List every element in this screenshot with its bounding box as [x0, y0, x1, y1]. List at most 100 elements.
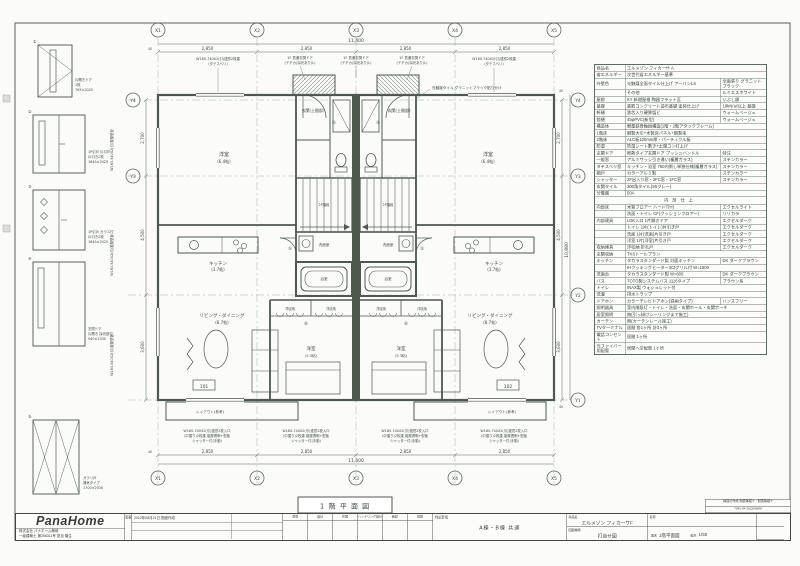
- grid-label-x3: X3: [353, 28, 359, 34]
- spec-item-value: 洗面・トイレ CF(クッションフロアー): [625, 210, 721, 218]
- spec-item-note: ハンズフリー: [720, 297, 767, 305]
- window-note-bottom: W180-740X2(引)連窓2枚入口: [480, 428, 527, 433]
- scale-value: 1/50: [698, 532, 708, 537]
- grid-label-y4-r: Y4: [574, 98, 581, 104]
- spec-item-value: 防湿シート敷き+土間コン打上げ: [625, 142, 767, 151]
- spec-item-label: 網戸: [594, 169, 626, 177]
- entry-door-note: (テチカ)採光あり(L): [341, 60, 373, 65]
- spec-item-label: キッチン: [594, 257, 626, 265]
- scale-label: 縮尺: [690, 534, 697, 538]
- grid-label-y4-l: Y4: [129, 98, 136, 104]
- punch-mark: [2, 224, 11, 233]
- spec-row: タテスベリ窓キッチン・浴室 760内倒し単独仕様(複層ガラス)ステンカラー: [594, 163, 767, 171]
- dim-v2-r: 4,500: [556, 229, 561, 241]
- spec-item-value: KY 新燃屋根 陶器フラット瓦: [625, 96, 721, 104]
- dim-overall-top: 11,400: [348, 38, 364, 44]
- door-label: 片引き2枚: [88, 154, 104, 159]
- spec-item-label: 照明器具: [594, 304, 626, 312]
- grid-label-x4-b: X4: [452, 476, 458, 482]
- spec-item-note: 特注: [720, 149, 767, 157]
- spec-item-label: 防湿: [594, 142, 626, 151]
- door-ref: ⑥: [404, 321, 408, 327]
- dim-v1-l: 2,700: [140, 132, 145, 144]
- spec-item-label: ドアホン: [594, 297, 626, 305]
- structure-note-line2: 7041-04 2012/08/08: [734, 507, 762, 511]
- dim-margin: 40: [148, 450, 152, 454]
- spec-item-note: ステンカラー: [720, 169, 767, 177]
- spec-item-value: トイレ 1片(トイレ)片引き戸: [625, 223, 721, 232]
- revision-row-empty: [132, 522, 232, 531]
- spec-item-value: 洗面 1片(洗面)片引き戸: [625, 230, 721, 238]
- room-size-kitchen: (3.7帖): [211, 266, 225, 272]
- grid-label-y1-r: Y1: [574, 398, 581, 404]
- door-ref: ⑤: [420, 246, 424, 252]
- dim-seg: 2,850: [301, 46, 313, 51]
- entry-door-note: 1F 貫通玄関ドア: [343, 55, 369, 60]
- dim-v1-r: 2,700: [556, 132, 561, 144]
- window-note-bottom: W180-740X2(引)連窓2枚入口: [282, 428, 329, 433]
- spec-item-label: 玄関収納: [594, 250, 626, 258]
- spec-item-note: エクセルダーク: [720, 217, 767, 225]
- dimension-lines: [143, 43, 571, 465]
- spec-item-label: 2階床: [594, 136, 626, 144]
- dim-v2-l: 4,500: [140, 229, 145, 241]
- spec-item-label: 玄関タイル: [594, 183, 626, 191]
- spec-item-label: 基礎: [594, 102, 626, 110]
- title-block-main: PanaHome 株式会社 パナホーム静岡 一級建築士 第256311号 夏目 …: [15, 513, 791, 541]
- special-notes-cell: 特記事項 A棟・B棟 共通: [433, 514, 567, 540]
- spec-row: 省エネルギー次世代省エネルギー基準: [594, 71, 767, 79]
- spec-item-note: エクセルダーク: [720, 243, 767, 252]
- dim-seg: 2,850: [202, 449, 214, 454]
- spec-item-note: ステンカラー: [720, 156, 767, 164]
- door-label: 1645×2025: [88, 240, 108, 244]
- spec-item-value: LDK入口 1片開きドア: [625, 217, 721, 225]
- door-ref: ①: [376, 120, 380, 126]
- revision-row-empty: [132, 530, 232, 539]
- spec-item-value: 鋼製大引+木製床パネル+鋼製束: [625, 129, 767, 137]
- product-label: 商品名: [568, 516, 578, 519]
- spec-section-header: 内部仕上: [594, 196, 767, 205]
- spec-item-note: ステンカラー: [720, 176, 767, 184]
- spec-row: 網戸カラーアルミ製ステンカラー: [594, 169, 767, 177]
- spec-row: 防湿防湿シート敷き+土間コン打上げ: [594, 142, 767, 151]
- door-ref-num: ③: [28, 184, 32, 189]
- door-ref-num: ②: [28, 109, 32, 114]
- door-ref-num: ④: [28, 256, 32, 261]
- dim-seg: 2,850: [202, 46, 214, 51]
- room-size-living: (8.7帖): [215, 319, 229, 325]
- room-label-living: リビング・ダイニング: [200, 312, 245, 319]
- spec-row: 電話コンセント居間 1ヶ所: [594, 331, 767, 344]
- stamp-col-draft: 作図: [332, 514, 358, 540]
- spec-item-value: エルメゾン フィカーサ A: [625, 64, 767, 72]
- spec-item-value: キッチン・浴室 760内倒し単独仕様(複層ガラス): [625, 163, 721, 171]
- window-note-bottom: シャッター付(手動): [390, 438, 420, 443]
- spec-item-label: バス: [594, 277, 626, 285]
- dim-v3-r: 3,600: [556, 341, 561, 353]
- door-label: 1700×2030: [83, 486, 103, 490]
- spec-item-label: 居室照明: [594, 311, 626, 319]
- door-label: 片引き2枚: [88, 234, 104, 239]
- room-size-bed2: (5.3帖): [305, 353, 318, 358]
- unit-number-102: 102: [504, 384, 513, 390]
- room-label-bed1: 洋室: [219, 151, 229, 158]
- spec-item-label: [594, 237, 626, 245]
- sheet-title: 1 階 平 面 図: [320, 502, 370, 511]
- figure-name-label: 図名: [651, 534, 658, 538]
- sheet-title-box: 1 階 平 面 図: [297, 496, 393, 514]
- spec-item-value: 50A: [625, 189, 767, 198]
- side-window-note: W160-540X2(引)複層型板: [109, 234, 114, 276]
- spec-item-value: 鉄筋コンクリート造布基礎 塗装仕上げ: [625, 102, 721, 110]
- window-note-bottom: (中摺り)2枚建 複層透明+型板: [481, 433, 528, 438]
- spec-item-note: リリカラ: [720, 210, 767, 218]
- spec-row: トイレ 1片(トイレ)片引き戸エクセルダーク: [594, 223, 767, 232]
- spec-item-value: ALC板100mm厚・パーティクル板: [625, 136, 767, 144]
- room-label-entry-r: 玄関(土間部): [387, 107, 411, 113]
- room-label-stair: 2F階段: [319, 202, 330, 207]
- room-label-kitchen: キッチン: [209, 261, 227, 267]
